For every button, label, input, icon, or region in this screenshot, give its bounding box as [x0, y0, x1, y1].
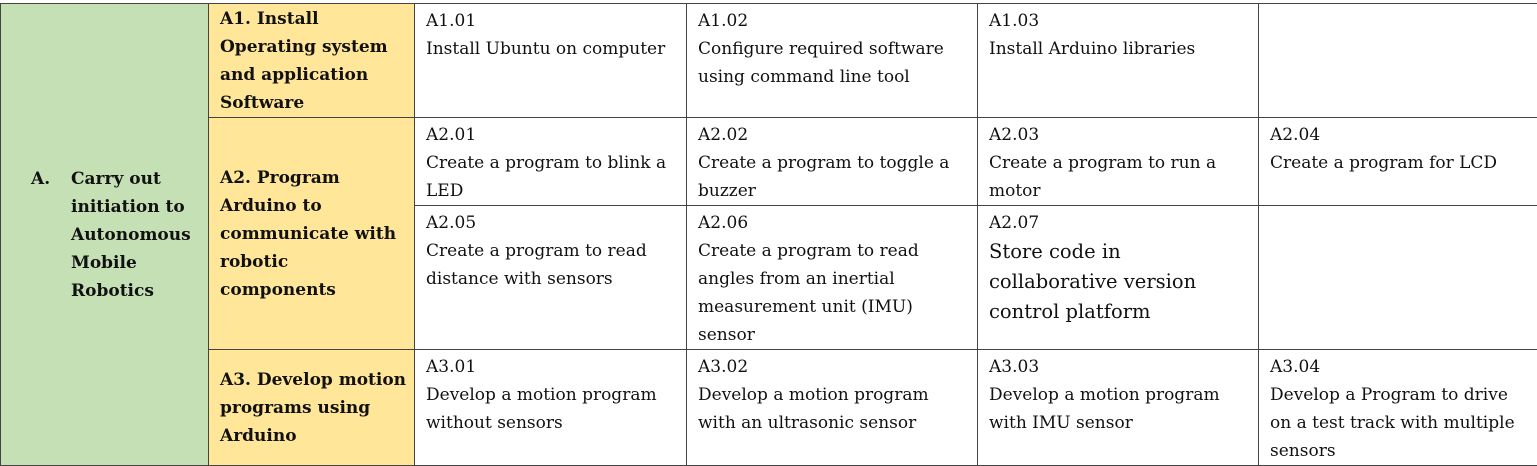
step-code: A2.02	[698, 121, 967, 149]
step-cell: A3.04 Develop a Program to drive on a te…	[1259, 350, 1537, 466]
step-description: Configure required software using comman…	[698, 35, 967, 91]
step-code: A1.01	[426, 7, 676, 35]
duty-letter: A.	[31, 165, 71, 193]
step-description: Install Ubuntu on computer	[426, 35, 676, 63]
duty-title: Carry out initiation to Autonomous Mobil…	[71, 165, 202, 305]
step-code: A3.01	[426, 353, 676, 381]
step-cell: A1.01 Install Ubuntu on computer	[415, 4, 687, 118]
step-description: Create a program to read angles from an …	[698, 237, 967, 349]
step-code: A2.01	[426, 121, 676, 149]
step-cell-empty	[1259, 206, 1537, 350]
step-description: Develop a Program to drive on a test tra…	[1270, 381, 1527, 465]
task-cell-a2: A2. Program Arduino to communicate with …	[209, 118, 415, 350]
step-code: A1.02	[698, 7, 967, 35]
step-cell: A3.03 Develop a motion program with IMU …	[978, 350, 1259, 466]
step-cell: A2.03 Create a program to run a motor	[978, 118, 1259, 206]
step-description: Develop a motion program without sensors	[426, 381, 676, 437]
table-row: A. Carry out initiation to Autonomous Mo…	[1, 4, 1537, 118]
step-description: Create a program to run a motor	[989, 149, 1248, 205]
step-cell: A2.07 Store code in collaborative versio…	[978, 206, 1259, 350]
step-cell: A2.01 Create a program to blink a LED	[415, 118, 687, 206]
task-cell-a1: A1. Install Operating system and applica…	[209, 4, 415, 118]
step-cell: A2.05 Create a program to read distance …	[415, 206, 687, 350]
step-cell: A3.01 Develop a motion program without s…	[415, 350, 687, 466]
step-cell: A2.04 Create a program for LCD	[1259, 118, 1537, 206]
step-description: Create a program to toggle a buzzer	[698, 149, 967, 205]
step-code: A2.06	[698, 209, 967, 237]
step-description: Create a program to read distance with s…	[426, 237, 676, 293]
step-cell-empty	[1259, 4, 1537, 118]
step-description: Create a program for LCD	[1270, 149, 1527, 177]
step-code: A2.04	[1270, 121, 1527, 149]
task-cell-a3: A3. Develop motion programs using Arduin…	[209, 350, 415, 466]
step-cell: A2.02 Create a program to toggle a buzze…	[687, 118, 978, 206]
step-code: A2.05	[426, 209, 676, 237]
table-row: A2. Program Arduino to communicate with …	[1, 118, 1537, 206]
step-description: Develop a motion program with an ultraso…	[698, 381, 967, 437]
step-description: Develop a motion program with IMU sensor	[989, 381, 1248, 437]
duty-cell: A. Carry out initiation to Autonomous Mo…	[1, 4, 209, 466]
step-code: A2.07	[989, 209, 1248, 237]
step-cell: A1.03 Install Arduino libraries	[978, 4, 1259, 118]
step-description: Store code in collaborative version cont…	[989, 237, 1248, 327]
step-description: Install Arduino libraries	[989, 35, 1248, 63]
step-code: A1.03	[989, 7, 1248, 35]
step-cell: A3.02 Develop a motion program with an u…	[687, 350, 978, 466]
step-cell: A2.06 Create a program to read angles fr…	[687, 206, 978, 350]
table-row: A3. Develop motion programs using Arduin…	[1, 350, 1537, 466]
step-code: A3.03	[989, 353, 1248, 381]
step-description: Create a program to blink a LED	[426, 149, 676, 205]
step-cell: A1.02 Configure required software using …	[687, 4, 978, 118]
step-code: A2.03	[989, 121, 1248, 149]
step-code: A3.04	[1270, 353, 1527, 381]
step-code: A3.02	[698, 353, 967, 381]
competency-table: A. Carry out initiation to Autonomous Mo…	[0, 3, 1537, 466]
